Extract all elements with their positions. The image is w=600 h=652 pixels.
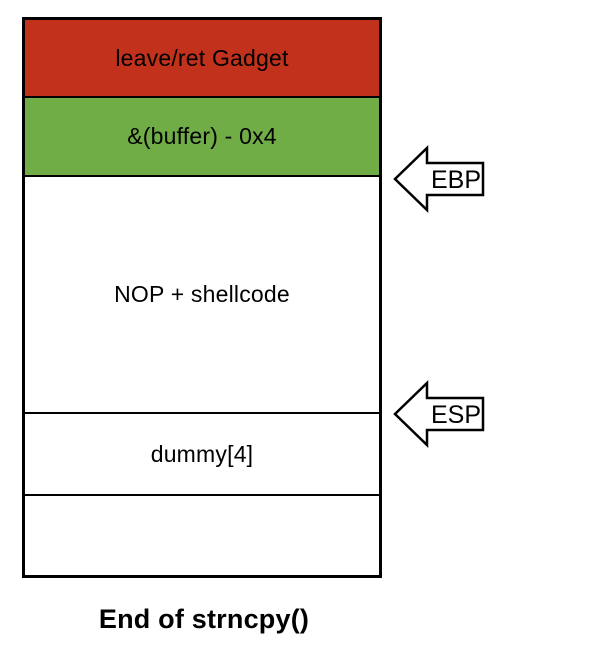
stack-segment-buffer-address: &(buffer) - 0x4	[25, 98, 379, 177]
diagram-caption: End of strncpy()	[98, 604, 310, 634]
esp-pointer: ESP	[393, 380, 488, 448]
stack-segment-leave-ret-gadget: leave/ret Gadget	[25, 20, 379, 98]
ebp-label: EBP	[431, 166, 481, 194]
segment-label: &(buffer) - 0x4	[127, 123, 277, 149]
esp-label: ESP	[431, 401, 481, 429]
stack-segment-empty	[25, 496, 379, 575]
left-block-arrow-icon: ESP	[393, 380, 485, 448]
left-arrow-shape	[393, 380, 485, 448]
left-arrow-shape	[393, 145, 485, 213]
segment-label: leave/ret Gadget	[115, 44, 289, 71]
stack-segment-dummy: dummy[4]	[25, 414, 379, 496]
stack-segment-nop-shellcode: NOP + shellcode	[25, 177, 379, 414]
stack-memory-column: leave/ret Gadget &(buffer) - 0x4 NOP + s…	[22, 17, 382, 578]
segment-label: dummy[4]	[150, 440, 254, 467]
segment-label: NOP + shellcode	[114, 281, 290, 307]
left-block-arrow-icon: EBP	[393, 145, 485, 213]
ebp-pointer: EBP	[393, 145, 488, 213]
